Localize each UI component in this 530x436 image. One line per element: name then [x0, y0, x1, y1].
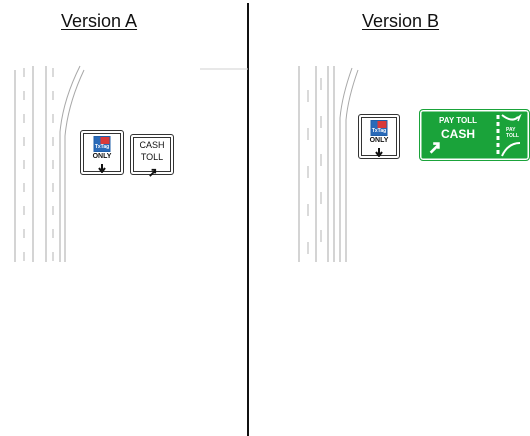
sign-label: ONLY — [92, 153, 112, 160]
sign-line-2: TOLL — [140, 152, 164, 162]
side-label-2: TOLL — [506, 133, 519, 139]
version-a-heading: Version A — [61, 11, 138, 31]
down-arrow-icon — [359, 144, 399, 162]
version-a-road-diagram — [14, 65, 248, 262]
up-right-arrow-icon — [131, 164, 173, 182]
sign-line-1: CASH — [139, 140, 165, 150]
lane-line — [345, 69, 359, 262]
lane-split-graphic: PAY TOLL — [494, 113, 526, 158]
sign-label: ONLY — [369, 137, 389, 144]
down-arrow-icon — [81, 160, 123, 178]
txtag-only-sign: TxTag ONLY — [358, 114, 400, 159]
sign-title: PAY TOLL — [439, 116, 477, 125]
lane-line — [339, 67, 353, 262]
side-label-1: PAY — [506, 127, 516, 133]
panel-divider — [247, 3, 249, 436]
lane-line — [64, 69, 85, 262]
txtag-logo-icon: TxTag — [370, 120, 388, 136]
up-right-arrow-icon — [428, 141, 441, 159]
txtag-only-sign: TxTag ONLY — [80, 130, 124, 175]
pay-toll-cash-sign: PAY TOLL CASH PAY TOLL — [419, 109, 530, 161]
lane-line — [59, 65, 81, 262]
cash-toll-sign: CASH TOLL — [130, 134, 174, 177]
sign-subtitle: CASH — [440, 127, 475, 141]
txtag-logo-icon: TxTag — [93, 136, 111, 152]
version-b-heading: Version B — [362, 11, 440, 31]
